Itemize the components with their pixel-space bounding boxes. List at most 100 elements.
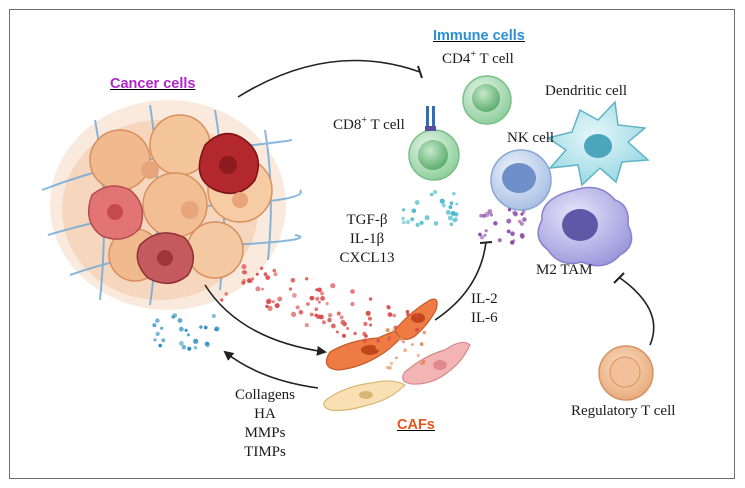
factor-dot bbox=[385, 328, 390, 333]
factor-dot bbox=[241, 264, 247, 270]
factor-dot bbox=[521, 210, 526, 214]
factor-dot bbox=[362, 338, 368, 344]
factor-dot bbox=[410, 217, 415, 222]
factor-dot bbox=[320, 296, 325, 301]
factor-dot bbox=[155, 318, 160, 323]
regulatory-t-cell bbox=[598, 345, 654, 401]
factor-dot bbox=[510, 231, 515, 236]
orange-factor-dots bbox=[375, 328, 426, 370]
factor-dot bbox=[419, 220, 424, 225]
factor-dot bbox=[388, 366, 392, 370]
factor-dot bbox=[335, 330, 339, 334]
factor-dot bbox=[392, 313, 397, 318]
factor-dot bbox=[401, 216, 405, 221]
factor-dot bbox=[478, 232, 482, 237]
factor-dot bbox=[424, 215, 430, 221]
matrix-timps: TIMPs bbox=[244, 444, 286, 460]
factor-dot bbox=[455, 202, 459, 206]
factor-dot bbox=[314, 313, 318, 317]
factor-dot bbox=[448, 205, 453, 210]
factor-dot bbox=[261, 287, 264, 291]
factor-dot bbox=[395, 356, 398, 360]
factor-cxcl13: CXCL13 bbox=[339, 250, 395, 266]
factor-dot bbox=[193, 346, 198, 350]
factor-dot bbox=[331, 323, 336, 329]
factor-dot bbox=[314, 307, 319, 312]
factor-dot bbox=[315, 296, 320, 301]
factor-dot bbox=[321, 320, 326, 325]
factor-dot bbox=[274, 303, 280, 309]
matrix-components: Collagens HA MMPs TIMPs bbox=[225, 386, 305, 462]
dendritic-cell-label: Dendritic cell bbox=[545, 83, 628, 99]
factor-dot bbox=[399, 336, 404, 341]
factor-dot bbox=[265, 304, 269, 308]
factor-il-6: IL-6 bbox=[471, 310, 498, 326]
factor-dot bbox=[304, 323, 309, 328]
factor-dot bbox=[403, 348, 408, 353]
matrix-collagens: Collagens bbox=[235, 387, 295, 403]
factor-dot bbox=[339, 315, 344, 320]
caf-inhibits-immune-arrow bbox=[434, 241, 487, 321]
factor-dot bbox=[211, 314, 216, 318]
factor-dot bbox=[273, 272, 278, 277]
factor-dot bbox=[319, 314, 324, 320]
factor-dot bbox=[375, 345, 380, 350]
factor-dot bbox=[350, 301, 355, 307]
factor-dot bbox=[161, 338, 166, 343]
factor-dot bbox=[309, 312, 314, 317]
cancer-activates-caf-arrow bbox=[204, 284, 327, 356]
factor-dot bbox=[391, 329, 395, 333]
factor-dot bbox=[251, 277, 255, 281]
factor-dot bbox=[305, 277, 309, 281]
factor-dot bbox=[295, 305, 300, 310]
m2-tam bbox=[537, 186, 633, 267]
factor-dot bbox=[353, 331, 357, 336]
factor-dot bbox=[441, 203, 446, 208]
factor-dot bbox=[387, 306, 391, 310]
factor-dot bbox=[265, 275, 271, 280]
factor-dot bbox=[376, 338, 380, 343]
factor-dot bbox=[449, 222, 454, 227]
factor-dot bbox=[181, 344, 187, 350]
factor-dot bbox=[489, 213, 494, 217]
factor-dot bbox=[447, 215, 453, 221]
treg-to-m2-arrow bbox=[619, 277, 655, 346]
factor-dot bbox=[363, 321, 368, 326]
cd4-t-cell bbox=[462, 75, 512, 125]
factor-dot bbox=[306, 302, 310, 306]
factor-dot bbox=[420, 361, 425, 366]
factor-dot bbox=[389, 361, 393, 365]
factor-dot bbox=[272, 268, 277, 273]
inhibition-bar-treg bbox=[613, 272, 625, 284]
cd8-t-cell-label: CD8+ T cell bbox=[333, 115, 405, 134]
factor-dot bbox=[433, 221, 439, 226]
factor-dot bbox=[346, 327, 350, 330]
factor-dot bbox=[318, 300, 321, 304]
factor-dot bbox=[401, 208, 406, 212]
factor-dot bbox=[193, 338, 199, 344]
factor-dot bbox=[432, 189, 438, 195]
matrix-mmps: MMPs bbox=[244, 425, 286, 441]
nk-cell-label: NK cell bbox=[507, 130, 555, 146]
factor-il-1-beta: IL-1β bbox=[349, 231, 385, 247]
factor-dot bbox=[327, 317, 332, 323]
factor-dot bbox=[401, 340, 405, 344]
factor-dot bbox=[369, 323, 373, 327]
factor-dot bbox=[271, 300, 275, 304]
factor-dot bbox=[419, 342, 424, 346]
factor-dot bbox=[277, 296, 283, 302]
factor-dot bbox=[327, 313, 333, 318]
factor-dot bbox=[479, 213, 483, 218]
cancer-secreted-factors: TGF-β IL-1β CXCL13 bbox=[332, 211, 402, 268]
factor-dot bbox=[416, 353, 420, 357]
factor-dot bbox=[205, 342, 210, 348]
factor-dot bbox=[179, 326, 184, 332]
factor-dot bbox=[497, 238, 502, 243]
caf-secreted-factors: IL-2 IL-6 bbox=[471, 290, 498, 328]
factor-dot bbox=[266, 298, 272, 304]
cancer-cells-title: Cancer cells bbox=[110, 76, 196, 92]
factor-dot bbox=[153, 338, 157, 342]
factor-dot bbox=[199, 325, 203, 329]
factor-dot bbox=[290, 278, 296, 283]
factor-dot bbox=[484, 229, 488, 233]
